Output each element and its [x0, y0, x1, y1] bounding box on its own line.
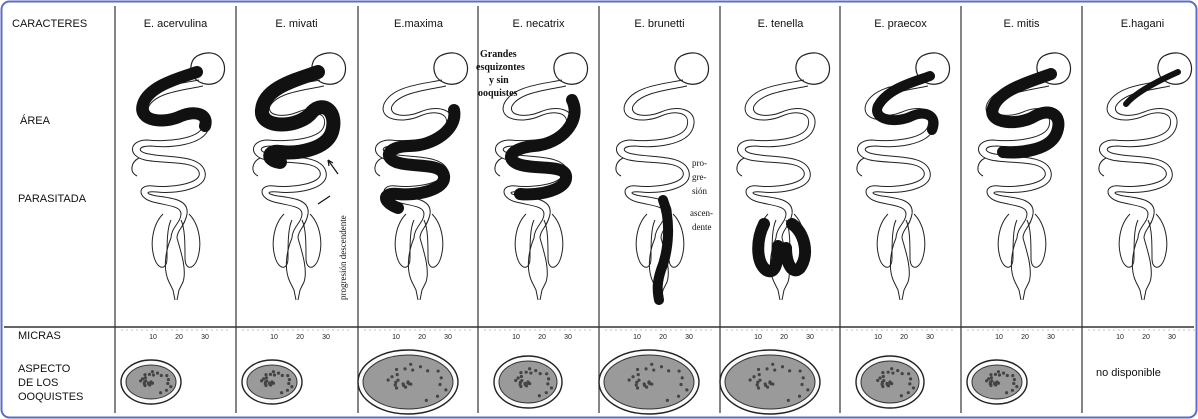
micras-tick: 10 — [754, 334, 762, 341]
micras-tick: 30 — [1168, 334, 1176, 341]
brunetti-note-1: pro- — [692, 158, 707, 168]
species-name: E. necatrix — [513, 18, 565, 30]
micras-tick: 10 — [270, 334, 278, 341]
micras-tick: 20 — [659, 334, 667, 341]
micras-tick: 30 — [685, 334, 693, 341]
micras-tick: 10 — [1116, 334, 1124, 341]
micras-tick: 10 — [633, 334, 641, 341]
brunetti-note-3: sión — [692, 186, 708, 196]
micras-tick: 20 — [418, 334, 426, 341]
micras-tick: 30 — [444, 334, 452, 341]
species-name: E. brunetti — [634, 18, 684, 30]
micras-tick: 20 — [175, 334, 183, 341]
no-disponible-text: no disponible — [1096, 367, 1161, 379]
necatrix-note-4: ooquistes — [478, 88, 518, 99]
micras-tick: 20 — [1021, 334, 1029, 341]
brunetti-note-5: dente — [692, 222, 712, 232]
micras-tick: 30 — [806, 334, 814, 341]
species-name: E. mivati — [275, 18, 317, 30]
mivati-progression-text: progresión descendente — [338, 215, 348, 300]
species-name: E. tenella — [758, 18, 805, 30]
area-label: ÁREA — [20, 114, 51, 127]
species-name: E.maxima — [394, 18, 444, 30]
micras-tick: 10 — [149, 334, 157, 341]
micras-tick: 30 — [926, 334, 934, 341]
micras-tick: 20 — [538, 334, 546, 341]
necatrix-note-2: esquizontes — [476, 62, 525, 73]
species-name: E. mitis — [1003, 18, 1040, 30]
micras-tick: 10 — [874, 334, 882, 341]
aspecto-label-1: ASPECTO — [18, 363, 71, 375]
micras-tick: 30 — [201, 334, 209, 341]
micras-tick: 30 — [322, 334, 330, 341]
micras-tick: 30 — [564, 334, 572, 341]
brunetti-note-4: ascen- — [690, 208, 713, 218]
micras-tick: 10 — [995, 334, 1003, 341]
aspecto-label-2: DE LOS — [18, 377, 58, 389]
micras-tick: 30 — [1047, 334, 1055, 341]
micras-tick: 20 — [900, 334, 908, 341]
micras-tick: 20 — [1142, 334, 1150, 341]
caracteres-label: CARACTERES — [12, 18, 87, 30]
aspecto-label-3: OOQUISTES — [18, 391, 83, 403]
species-name: E.hagani — [1121, 18, 1164, 30]
species-name: E. praecox — [874, 18, 927, 30]
micras-tick: 20 — [296, 334, 304, 341]
species-name: E. acervulina — [144, 18, 208, 30]
necatrix-note-3: y sin — [489, 75, 509, 86]
necatrix-note-1: Grandes — [480, 49, 517, 60]
micras-tick: 20 — [780, 334, 788, 341]
micras-label: MICRAS — [18, 330, 61, 342]
parasitada-label: PARASITADA — [18, 193, 87, 205]
micras-tick: 10 — [392, 334, 400, 341]
micras-tick: 10 — [512, 334, 520, 341]
brunetti-note-2: gre- — [692, 172, 707, 182]
